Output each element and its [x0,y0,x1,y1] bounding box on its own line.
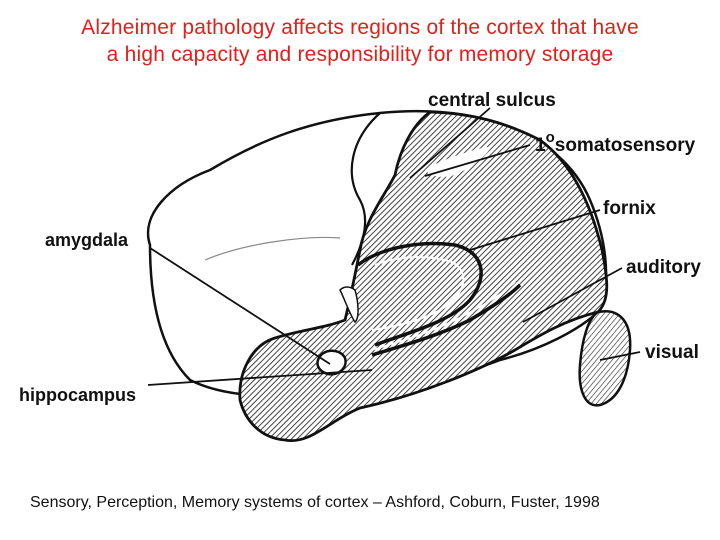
auditory-leader [522,267,623,323]
somatosensory-white-strip [425,146,492,177]
label-visual: visual [645,342,699,363]
visual-leader [599,351,641,361]
somatosensory-text: somatosensory [555,135,696,156]
fornix-arc [356,241,483,347]
label-fornix: fornix [603,198,656,219]
somatosensory-sup: o [546,129,555,146]
amygdala-leader [149,247,331,365]
somatosensory-prefix: 1 [535,135,546,156]
central-sulcus-leader [409,107,491,179]
fornix-leader [469,209,601,251]
fornix-arc-inner [371,256,465,331]
sulcus-white-gap [339,286,359,324]
hippocampus-arc-inner [371,281,516,351]
label-amygdala: amygdala [45,230,129,250]
citation-caption: Sensory, Perception, Memory systems of c… [30,494,600,511]
lateral-groove-line [204,236,341,261]
somatosensory-leader [424,144,531,177]
label-auditory: auditory [626,257,701,278]
title-line-2: a high capacity and responsibility for m… [106,43,614,66]
amygdala-shape [316,349,347,376]
hippocampus-leader [147,369,373,386]
label-somatosensory: 1osomatosensory [535,129,696,156]
slide-title: Alzheimer pathology affects regions of t… [0,14,720,68]
label-central-sulcus: central sulcus [428,90,556,111]
label-hippocampus: hippocampus [19,385,136,405]
title-line-1: Alzheimer pathology affects regions of t… [81,16,639,39]
hippocampus-arc [371,283,522,357]
